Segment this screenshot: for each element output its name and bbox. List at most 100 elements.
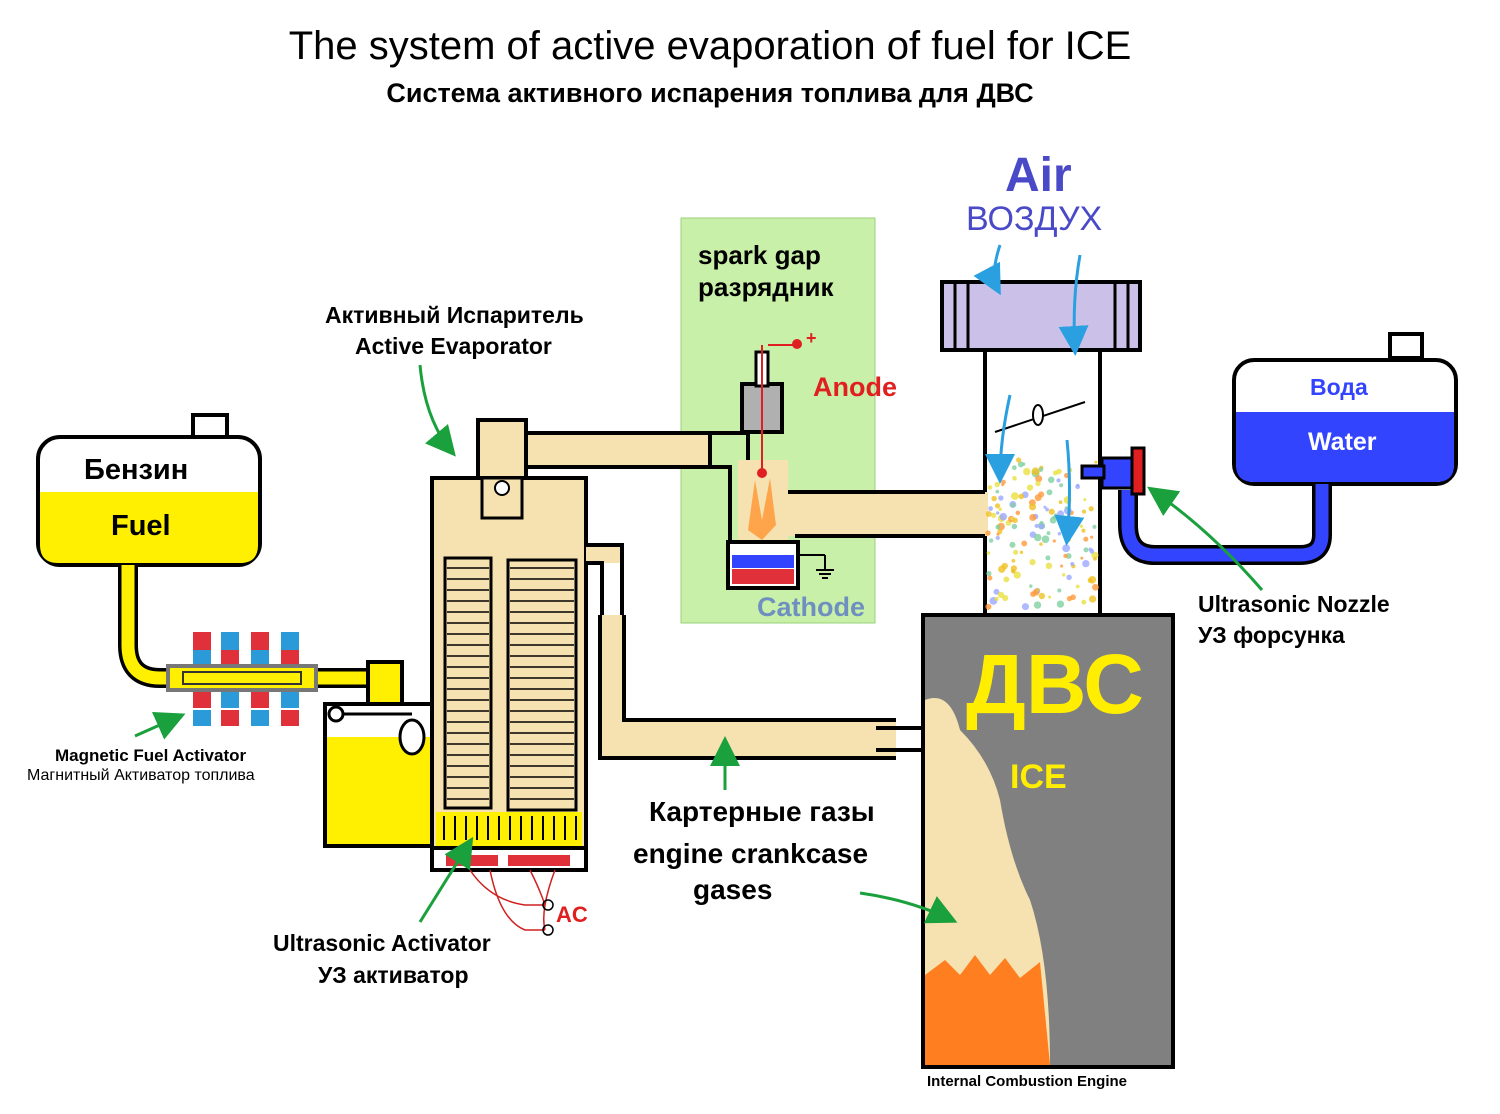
mixture-dot [997, 591, 1005, 599]
mixture-dot [1029, 503, 1037, 511]
mixture-dot [1003, 576, 1010, 583]
airflow-arrow [973, 244, 1002, 296]
diagram-title: The system of active evaporation of fuel… [288, 24, 1132, 68]
mixture-dot [1092, 583, 1099, 591]
water-ru-label: Вода [1310, 374, 1368, 400]
evaporator-fins [443, 567, 577, 840]
mixture-dot [988, 506, 993, 511]
mixture-dot [1043, 505, 1047, 509]
ac-wiring [469, 869, 556, 936]
mixture-dot [1066, 596, 1073, 602]
mixture-dot [1029, 514, 1037, 521]
fuel-tank [36, 413, 262, 567]
mixture-dot [994, 503, 1001, 509]
mixture-dot [985, 511, 992, 517]
mixture-dot [1041, 535, 1050, 544]
vapour-pipe [524, 431, 712, 469]
mixture-dot [1022, 462, 1026, 466]
mixture-dot [994, 596, 999, 602]
mixture-dot [1019, 550, 1024, 554]
mixture-dot [1070, 561, 1075, 566]
mixture-dot [1088, 595, 1097, 603]
air-intake [940, 280, 1142, 615]
mixture-dot [1058, 500, 1063, 505]
mixture-dot [1010, 516, 1014, 521]
mixture-dot [985, 603, 992, 610]
mixture-dot [996, 532, 1000, 536]
mixture-dot [998, 507, 1002, 511]
ultrasonic-activator-label: Ultrasonic Activator [273, 930, 491, 956]
mixture-dot [1057, 510, 1064, 517]
mixture-dot [1092, 524, 1097, 529]
water-tank [1232, 332, 1458, 486]
mixture-dot [1013, 549, 1019, 555]
cathode-label: Cathode [757, 592, 865, 622]
mixture-dot [995, 489, 1000, 494]
mixture-dot [1080, 556, 1084, 560]
mixture-dot [1066, 574, 1072, 581]
mixture-dot [1063, 553, 1068, 559]
mixture-dot [985, 530, 991, 536]
mixture-dot [1081, 599, 1087, 605]
evaporator-ru-label: Активный Испаритель [325, 302, 584, 328]
mixture-dot [1038, 467, 1044, 473]
mixture-dot [1026, 484, 1034, 491]
mixture-dot [1088, 506, 1094, 512]
mixture-dot [1035, 475, 1043, 483]
mixture-dot [1064, 506, 1068, 510]
engine-ru-label: ДВС [966, 637, 1144, 731]
nozzle-label: Ultrasonic Nozzle [1198, 591, 1390, 617]
pointer-arrow [1147, 486, 1264, 591]
mixture-dot [1048, 595, 1052, 599]
mixture-dot [986, 570, 992, 577]
mixture-dot [1017, 461, 1024, 468]
mixture-dot [1061, 573, 1066, 577]
mixture-dot [1029, 584, 1033, 588]
mixture-dot [987, 485, 993, 490]
ac-label: AC [556, 902, 588, 927]
mixture-dot [1033, 533, 1042, 542]
mixture-dot [1016, 457, 1022, 463]
mixture-dot [1047, 476, 1055, 484]
mixture-dot [994, 468, 999, 473]
mixture-dot [1029, 559, 1036, 566]
mixture-dot [1030, 591, 1036, 598]
mixture-dot [993, 588, 1000, 595]
crankcase-gas-pipe [586, 543, 924, 760]
mixture-dot [1021, 540, 1028, 547]
mixture-dot [1023, 467, 1031, 476]
mixture-dot [1021, 603, 1029, 611]
pointer-arrow [859, 891, 958, 924]
air-label: Air [1005, 149, 1072, 202]
mixture-dot [1048, 508, 1055, 515]
mixture-dot [1034, 523, 1039, 529]
mixture-dot [1079, 524, 1084, 528]
nozzle-ru-label: УЗ форсунка [1198, 622, 1345, 648]
ultrasonic-nozzle [1080, 446, 1146, 496]
mixture-dot [998, 495, 1004, 501]
mixture-dot [1059, 483, 1064, 488]
crankcase-gases-label: gases [693, 874, 773, 905]
mixture-dot [1081, 509, 1087, 514]
mixture-dot [1093, 556, 1097, 561]
diagram-subtitle: Система активного испарения топлива для … [386, 78, 1034, 108]
evaporator-label: Active Evaporator [355, 333, 552, 359]
fuel-ru-label: Бензин [84, 454, 189, 486]
mixture-dot [1034, 494, 1042, 502]
mixture-dot [999, 512, 1008, 521]
mixture-dot [1035, 588, 1040, 592]
mixture-dot [1009, 541, 1016, 548]
fuel-air-mixture [985, 456, 1099, 611]
mixture-dot [1033, 601, 1042, 609]
mixture-dot [1052, 470, 1058, 476]
magnetic-fuel-activator [166, 632, 318, 726]
mixture-dot [1065, 553, 1072, 559]
mixture-dot [1075, 484, 1081, 490]
mixture-dot [986, 551, 991, 555]
mixture-dot [995, 524, 1001, 530]
fuel-label: Fuel [111, 510, 171, 542]
mixture-dot [1010, 565, 1018, 572]
anode-label: Anode [813, 372, 897, 402]
mixture-dot [1012, 517, 1018, 524]
